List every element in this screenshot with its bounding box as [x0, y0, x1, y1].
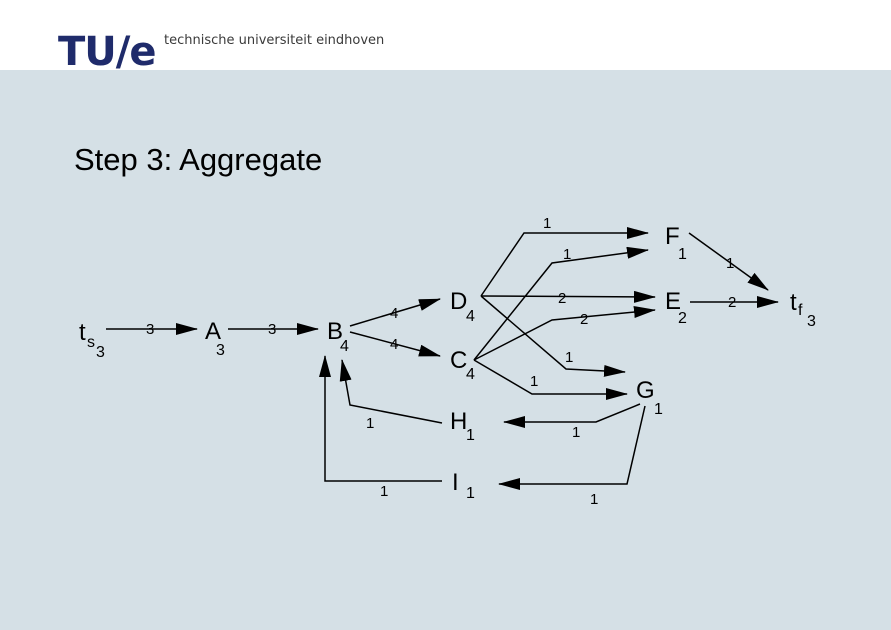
node-label: E: [665, 288, 681, 315]
node-label: t: [79, 319, 86, 346]
node-label: C: [450, 347, 467, 374]
edge-D-F: [480, 227, 649, 297]
node-value: 2: [678, 310, 687, 327]
node-value: 4: [466, 366, 475, 383]
node-A: A 3: [205, 318, 225, 359]
weight-I-B: 1: [380, 483, 388, 500]
node-value: 4: [466, 308, 475, 325]
edge-G-I: [498, 405, 646, 490]
node-E: E 2: [665, 288, 687, 327]
node-label: I: [452, 469, 459, 496]
edge-B-C: [349, 331, 441, 357]
node-value: 3: [807, 313, 816, 330]
flow-graph: 3 3 4 4 1 1 2 2 1 1 1 2 1 1 1 1 t s 3: [79, 215, 816, 508]
node-G: G 1: [636, 377, 663, 418]
node-value: 3: [216, 342, 225, 359]
node-value: 1: [466, 485, 475, 502]
node-ts: t s 3: [79, 319, 105, 361]
edge-D-E: [480, 290, 656, 303]
tue-logo: TU/e: [58, 29, 157, 75]
weight-C-E: 2: [580, 311, 588, 328]
weight-D-G: 1: [565, 349, 573, 366]
node-tf: t f 3: [790, 289, 816, 330]
weight-ts-A: 3: [146, 321, 154, 338]
weight-C-F: 1: [563, 246, 571, 263]
weight-E-tf: 2: [728, 294, 736, 311]
edge-D-G: [480, 295, 626, 377]
node-value: 1: [466, 427, 475, 444]
node-value: 1: [654, 401, 663, 418]
edge-C-F: [473, 246, 649, 361]
node-subscript: f: [798, 302, 803, 319]
slide-title: Step 3: Aggregate: [74, 142, 323, 177]
weight-G-H: 1: [572, 424, 580, 441]
weight-F-tf: 1: [726, 255, 734, 272]
edge-B-D: [349, 298, 441, 327]
node-label: A: [205, 318, 221, 345]
node-subscript: s: [87, 334, 95, 351]
node-label: t: [790, 289, 797, 316]
node-value: 4: [340, 338, 349, 355]
edges: [106, 227, 779, 490]
node-F: F 1: [665, 223, 687, 263]
edge-H-B: [339, 359, 443, 424]
edge-C-E: [473, 306, 656, 361]
weight-A-B: 3: [268, 321, 276, 338]
edge-I-B: [319, 355, 442, 482]
node-label: B: [327, 318, 343, 345]
weight-D-E: 2: [558, 290, 566, 307]
edge-weights: 3 3 4 4 1 1 2 2 1 1 1 2 1 1 1 1: [146, 215, 736, 508]
header-bar: TU/e technische universiteit eindhoven: [0, 0, 891, 74]
weight-B-D: 4: [390, 305, 398, 322]
node-value: 1: [678, 246, 687, 263]
node-C: C 4: [450, 347, 475, 383]
nodes: t s 3 A 3 B 4 C 4 D 4: [79, 223, 816, 502]
weight-C-G: 1: [530, 373, 538, 390]
weight-B-C: 4: [390, 336, 398, 353]
node-I: I 1: [452, 469, 475, 502]
weight-D-F: 1: [543, 215, 551, 232]
node-value: 3: [96, 344, 105, 361]
node-label: F: [665, 223, 680, 250]
university-tagline: technische universiteit eindhoven: [164, 33, 385, 48]
logo-text: TU/e: [58, 29, 157, 75]
edge-F-tf: [688, 232, 769, 291]
node-H: H 1: [450, 408, 475, 444]
weight-H-B: 1: [366, 415, 374, 432]
node-label: D: [450, 288, 467, 315]
node-D: D 4: [450, 288, 475, 325]
edge-C-G: [473, 359, 628, 400]
slide-body: Step 3: Aggregate: [0, 70, 891, 630]
node-B: B 4: [327, 318, 349, 355]
node-label: G: [636, 377, 655, 404]
edge-G-H: [503, 403, 641, 428]
weight-G-I: 1: [590, 491, 598, 508]
node-label: H: [450, 408, 467, 435]
